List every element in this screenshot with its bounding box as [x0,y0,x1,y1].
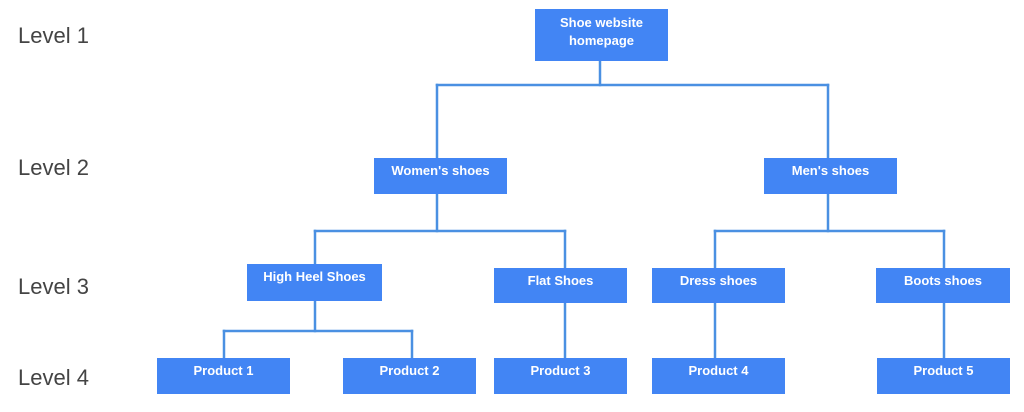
node-boots-label: Boots shoes [903,273,982,288]
node-product3-label: Product 3 [530,363,591,378]
node-product-4: Product 4 [652,358,785,394]
node-flat-shoes: Flat Shoes [494,268,627,303]
node-dress-label: Dress shoes [679,273,758,288]
node-womens-label: Women's shoes [391,163,490,178]
level-4-label: Level 4 [18,365,89,390]
node-root-line2: homepage [568,33,634,48]
node-product2-label: Product 2 [379,363,440,378]
level-3-label: Level 3 [18,274,89,299]
node-product-2: Product 2 [343,358,476,394]
node-boots-shoes: Boots shoes [876,268,1010,303]
node-product-1: Product 1 [157,358,290,394]
node-womens-shoes: Women's shoes [374,158,507,194]
node-product-3: Product 3 [494,358,627,394]
node-product5-label: Product 5 [913,363,974,378]
node-product-5: Product 5 [877,358,1010,394]
level-1-label: Level 1 [18,23,89,48]
node-dress-shoes: Dress shoes [652,268,785,303]
node-product4-label: Product 4 [688,363,749,378]
node-mens-shoes: Men's shoes [764,158,897,194]
node-high-heel-shoes: High Heel Shoes [247,264,382,301]
node-mens-label: Men's shoes [791,163,870,178]
node-shoe-website-homepage: Shoe website homepage [535,9,668,61]
node-product1-label: Product 1 [193,363,254,378]
node-flat-label: Flat Shoes [527,273,594,288]
level-2-label: Level 2 [18,155,89,180]
node-high-heel-label: High Heel Shoes [263,269,366,284]
node-root-line1: Shoe website [559,15,644,30]
